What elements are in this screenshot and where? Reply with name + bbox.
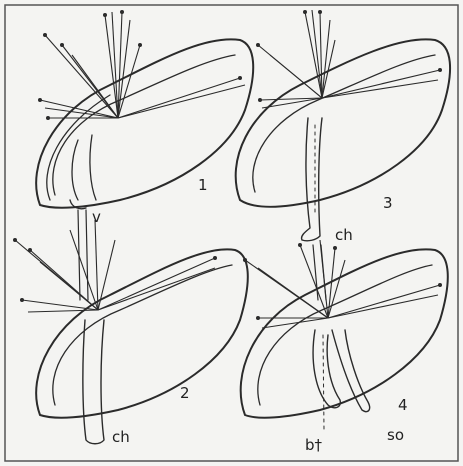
panel-1-drawing	[36, 10, 253, 209]
panel-4-label-bt: b†	[305, 436, 323, 454]
panel-1-tissue	[72, 135, 96, 200]
frame-border	[5, 5, 458, 461]
panel-1-number: 1	[198, 176, 208, 194]
panel-4-drawing	[241, 240, 448, 430]
panel-3-shell-inner	[253, 55, 435, 192]
panel-4-label-so: so	[387, 426, 404, 444]
panel-4-sole	[313, 330, 340, 408]
panel-4-stalk	[313, 245, 326, 300]
panel-1-label-v: v	[92, 208, 101, 226]
panel-2-label-ch: ch	[112, 428, 130, 446]
panel-4-number: 4	[398, 396, 408, 414]
panel-3-tube	[302, 118, 322, 241]
panel-2-number: 2	[180, 384, 190, 402]
panel-1-rays	[38, 10, 245, 120]
panel-3-drawing	[236, 10, 450, 241]
panel-4-rays	[243, 240, 442, 328]
panel-1-shell-inner	[53, 55, 235, 195]
panel-1-shell-edge	[47, 95, 110, 200]
panel-3-number: 3	[383, 194, 393, 212]
panel-2-rays	[13, 220, 217, 312]
panel-4-shell-outer	[241, 249, 448, 417]
panel-2-tube	[83, 320, 104, 444]
panel-4-byssus	[323, 335, 324, 430]
panel-2-drawing	[13, 210, 248, 444]
panel-1-shell-outer	[36, 39, 253, 207]
panel-3-label-ch: ch	[335, 226, 353, 244]
panel-2-stalk	[78, 210, 88, 300]
panel-2-shell-outer	[36, 249, 248, 417]
panel-3-shell-outer	[236, 39, 450, 206]
